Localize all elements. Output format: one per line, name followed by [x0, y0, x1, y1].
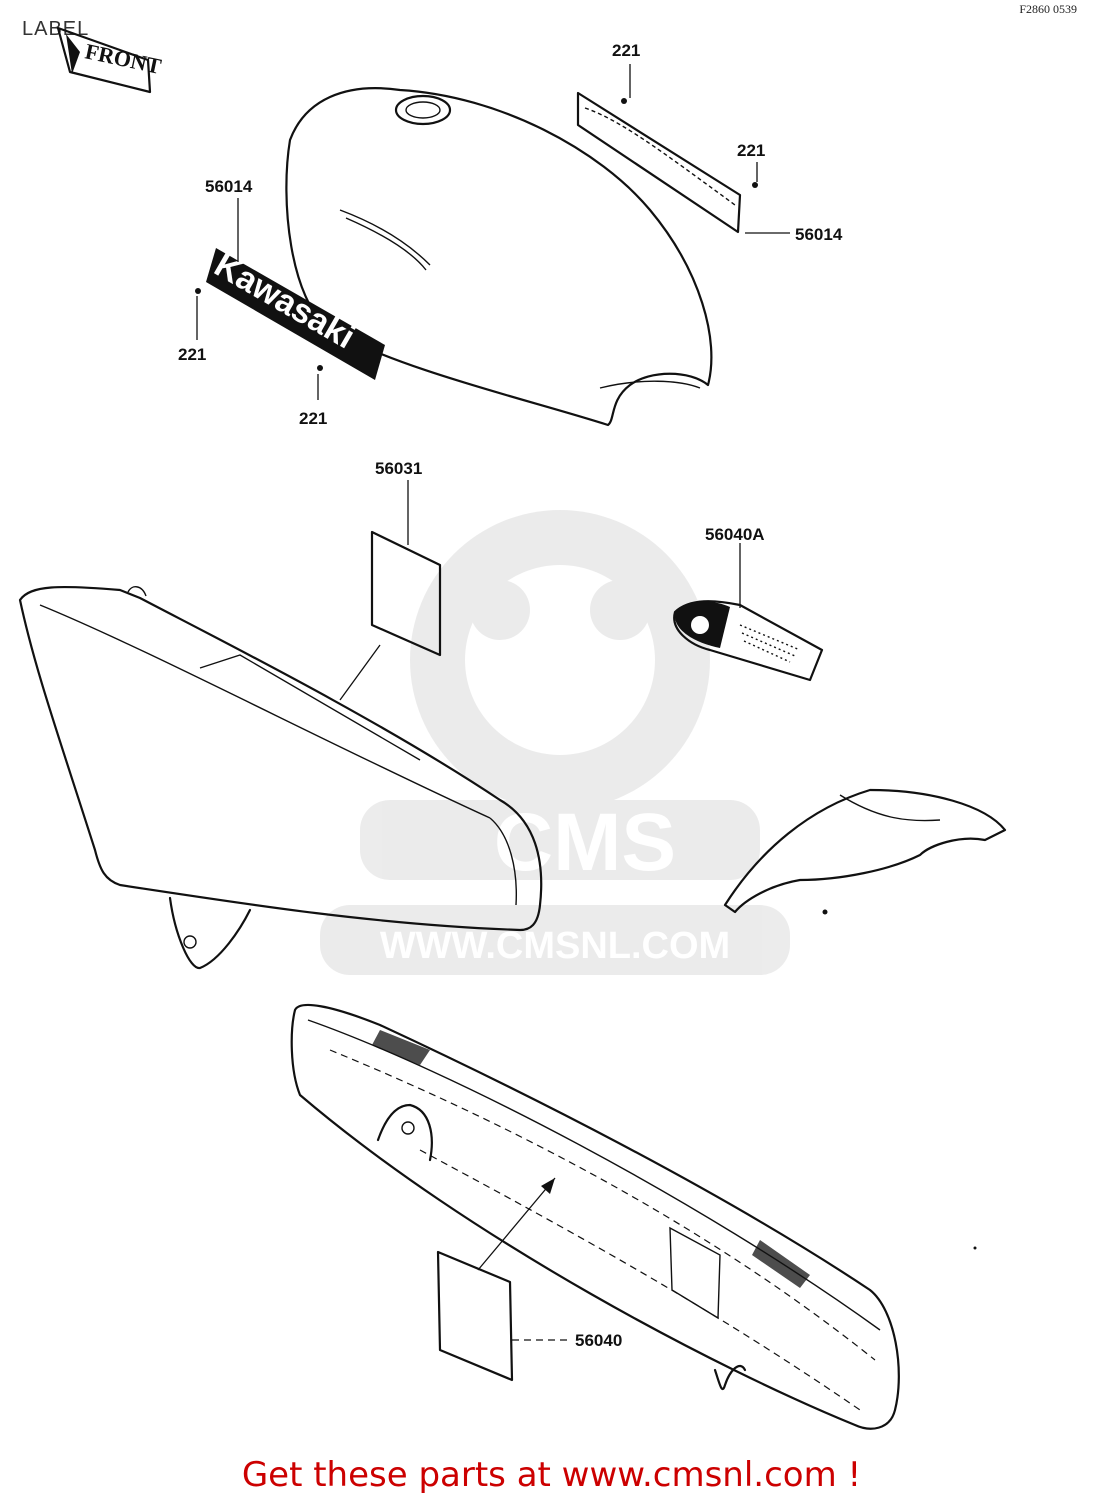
label-56031: 56031	[375, 459, 422, 478]
kawasaki-emblem-text: Kawasaki	[208, 246, 361, 356]
label-56014-left: 56014	[205, 177, 253, 196]
front-decal: FRONT	[56, 26, 164, 94]
label-221-top-1: 221	[612, 41, 640, 60]
fuel-tank	[285, 87, 713, 427]
kawasaki-emblem: Kawasaki	[195, 246, 385, 380]
label-56014-right: 56014	[795, 225, 843, 244]
watermark: CMS WWW.CMSNL.COM	[320, 510, 790, 975]
rear-fender	[723, 788, 1007, 915]
watermark-brand: CMS	[494, 797, 676, 888]
label-221-left-1: 221	[178, 345, 206, 364]
drawing-code: F2860 0539	[1019, 2, 1077, 16]
footer-cta-link[interactable]: Get these parts at www.cmsnl.com !	[241, 1455, 862, 1495]
page-title: LABEL	[22, 18, 90, 40]
chain-case	[290, 1003, 900, 1430]
side-cover	[18, 585, 543, 970]
front-decal-text: FRONT	[83, 38, 164, 79]
label-56040a: 56040A	[705, 525, 765, 544]
watermark-url: WWW.CMSNL.COM	[380, 925, 730, 967]
chain-case-label	[436, 1177, 568, 1382]
label-221-left-2: 221	[299, 409, 327, 428]
side-cover-label	[339, 480, 442, 701]
leader-lines	[196, 64, 977, 1250]
emblem-strip-right	[576, 91, 758, 234]
label-56040: 56040	[575, 1331, 622, 1350]
warning-label	[673, 543, 824, 682]
label-221-top-2: 221	[737, 141, 765, 160]
